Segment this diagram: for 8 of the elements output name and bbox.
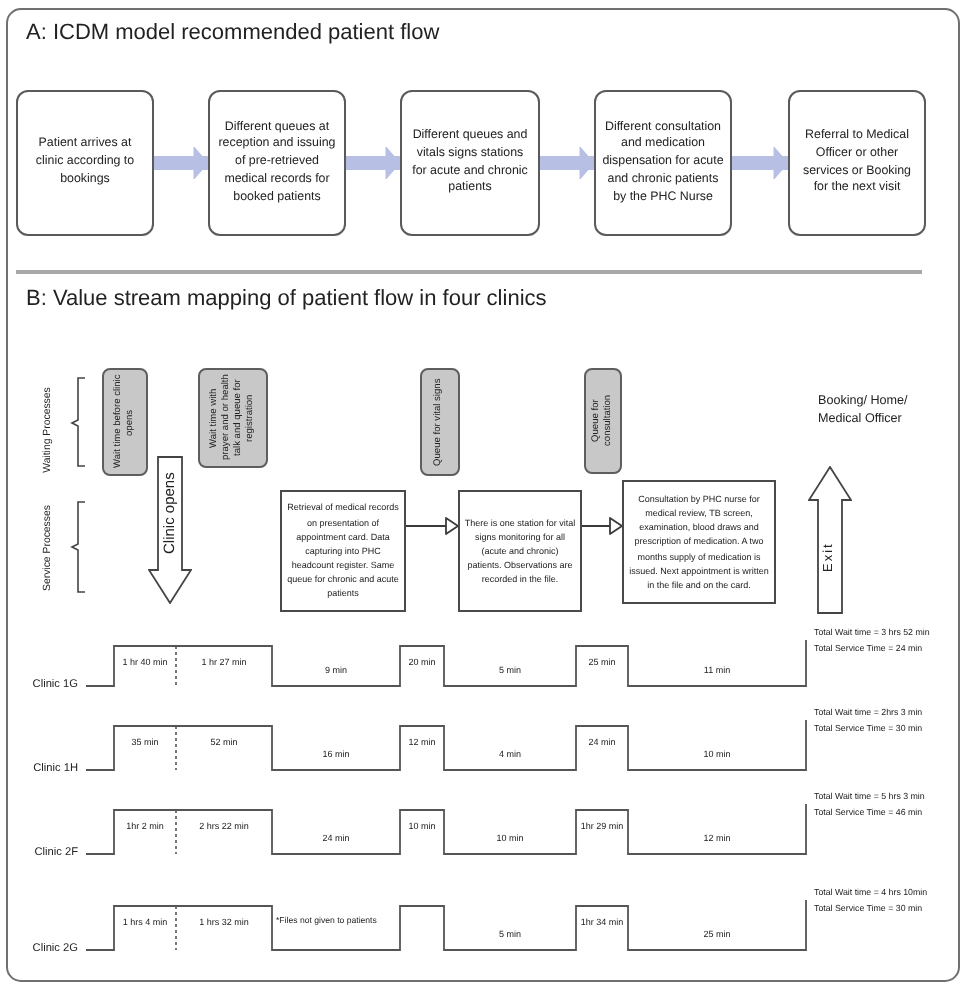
arrow <box>405 517 459 535</box>
arrow <box>540 146 595 180</box>
section-heading: A: ICDM model recommended patient flow <box>26 20 440 48</box>
arrow <box>346 146 401 180</box>
arrow <box>154 146 209 180</box>
arrow <box>732 146 789 180</box>
section-heading: B: Value stream mapping of patient flow in four clinics <box>26 286 547 314</box>
arrow <box>581 517 623 535</box>
